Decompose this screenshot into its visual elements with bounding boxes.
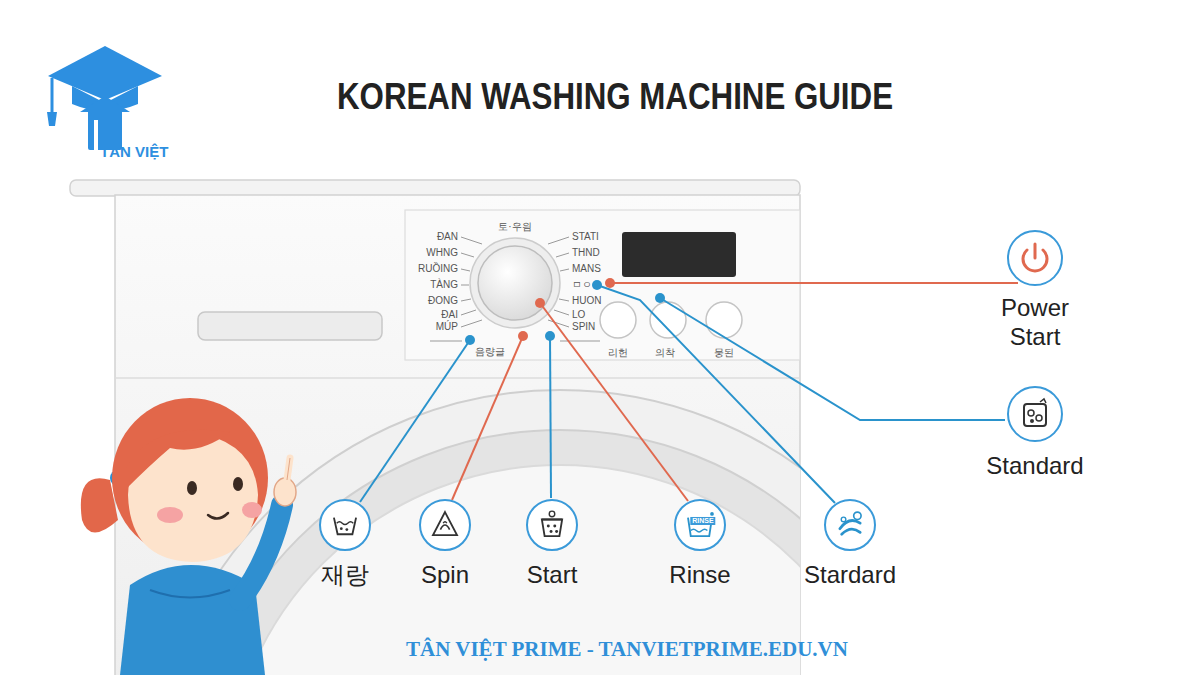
icon-label: Rinse <box>669 561 730 590</box>
dial-ring <box>470 238 560 328</box>
icon-circle <box>526 499 578 551</box>
dial-label: WHNG <box>426 247 458 259</box>
icon-label: Standard <box>986 452 1083 481</box>
icon-symbol <box>1009 232 1061 284</box>
icon-node: Spin <box>400 499 490 590</box>
control-panel <box>405 210 800 360</box>
button-label: 뭉된 <box>714 347 734 359</box>
button-label: 리헌 <box>608 347 628 359</box>
leader-lines <box>360 283 1018 503</box>
icon-symbol <box>1009 388 1061 440</box>
icon-node: Stardard <box>795 499 905 590</box>
dial-label: ĐONG <box>428 295 458 307</box>
icon-symbol <box>421 501 469 549</box>
leader-dots <box>465 278 665 345</box>
dial-label: LO <box>572 309 585 321</box>
icon-label: Power Start <box>980 294 1090 352</box>
dial-label: ĐAN <box>437 231 458 243</box>
icon-circle <box>1007 230 1063 286</box>
dial-label: ĐAI <box>441 309 458 321</box>
icon-node: Rinse <box>655 499 745 590</box>
icon-symbol <box>528 501 576 549</box>
display <box>622 232 736 277</box>
logo-cap <box>47 46 162 150</box>
icon-symbol <box>321 501 369 549</box>
dial-label: STATI <box>572 231 599 243</box>
icon-label: Start <box>527 561 578 590</box>
button-label: 의착 <box>655 347 675 359</box>
button <box>650 302 686 338</box>
icon-node: Standard <box>975 386 1095 481</box>
footer-text: TÂN VIỆT PRIME - TANVIETPRIME.EDU.VN <box>406 637 848 661</box>
icon-symbol <box>826 501 874 549</box>
dial-label: MÚP <box>436 321 458 333</box>
dial-label: SPIN <box>572 321 595 333</box>
dial-label: HUON <box>572 295 601 307</box>
icon-node: Power Start <box>980 230 1090 352</box>
button <box>706 302 742 338</box>
icon-node: 재랑 <box>300 499 390 590</box>
icon-label: Spin <box>421 561 469 590</box>
icon-circle <box>319 499 371 551</box>
icon-circle <box>1007 386 1063 442</box>
icon-label: 재랑 <box>321 561 369 590</box>
icon-text: RINSE <box>690 517 715 525</box>
dial-label: TÀNG <box>430 279 458 291</box>
dial-label: THND <box>572 247 600 259</box>
title: KOREAN WASHING MACHINE GUIDE <box>337 76 893 117</box>
dial-label: 음량글 <box>475 346 505 358</box>
dial-label: MANS <box>572 263 601 275</box>
icon-circle <box>419 499 471 551</box>
button <box>600 302 636 338</box>
dial-label: 토·우읨 <box>498 221 531 233</box>
logo-text: TÂN VIỆT <box>100 143 168 160</box>
icon-label: Stardard <box>804 561 896 590</box>
dial-label: RUỒING <box>418 263 458 275</box>
icon-circle <box>824 499 876 551</box>
girl-figure <box>81 398 296 675</box>
machine-top <box>70 180 800 196</box>
icon-node: Start <box>507 499 597 590</box>
dial-knob <box>478 246 552 320</box>
detergent-drawer <box>198 312 382 340</box>
dial-label: ㅁㅇ <box>572 279 592 291</box>
